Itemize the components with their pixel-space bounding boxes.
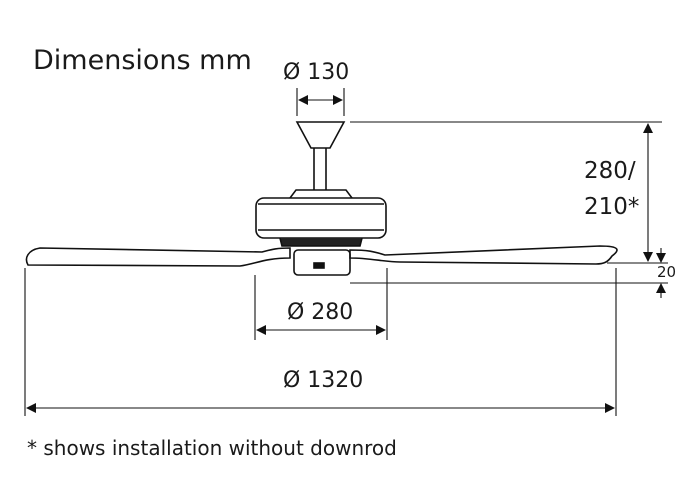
height-label-line2: 210*: [584, 194, 640, 220]
motor-diameter-label: Ø 280: [287, 300, 354, 325]
canopy-diameter-label: Ø 130: [283, 60, 350, 85]
right-blade: [349, 245, 618, 265]
motor-bottom-ring: [279, 237, 363, 247]
switch-housing: [293, 249, 351, 276]
left-blade: [25, 247, 291, 267]
blade-thickness-label: 20: [657, 263, 677, 281]
height-label-line1: 280/: [584, 158, 636, 184]
dimension-lines: [24, 88, 668, 416]
fan-outline: [25, 121, 618, 276]
downrod: [313, 148, 327, 190]
footnote: * shows installation without downrod: [27, 436, 397, 460]
blade-span-label: Ø 1320: [283, 368, 364, 393]
canopy: [295, 121, 346, 149]
motor-collar: [289, 189, 353, 199]
diagram-title: Dimensions mm: [33, 45, 252, 76]
